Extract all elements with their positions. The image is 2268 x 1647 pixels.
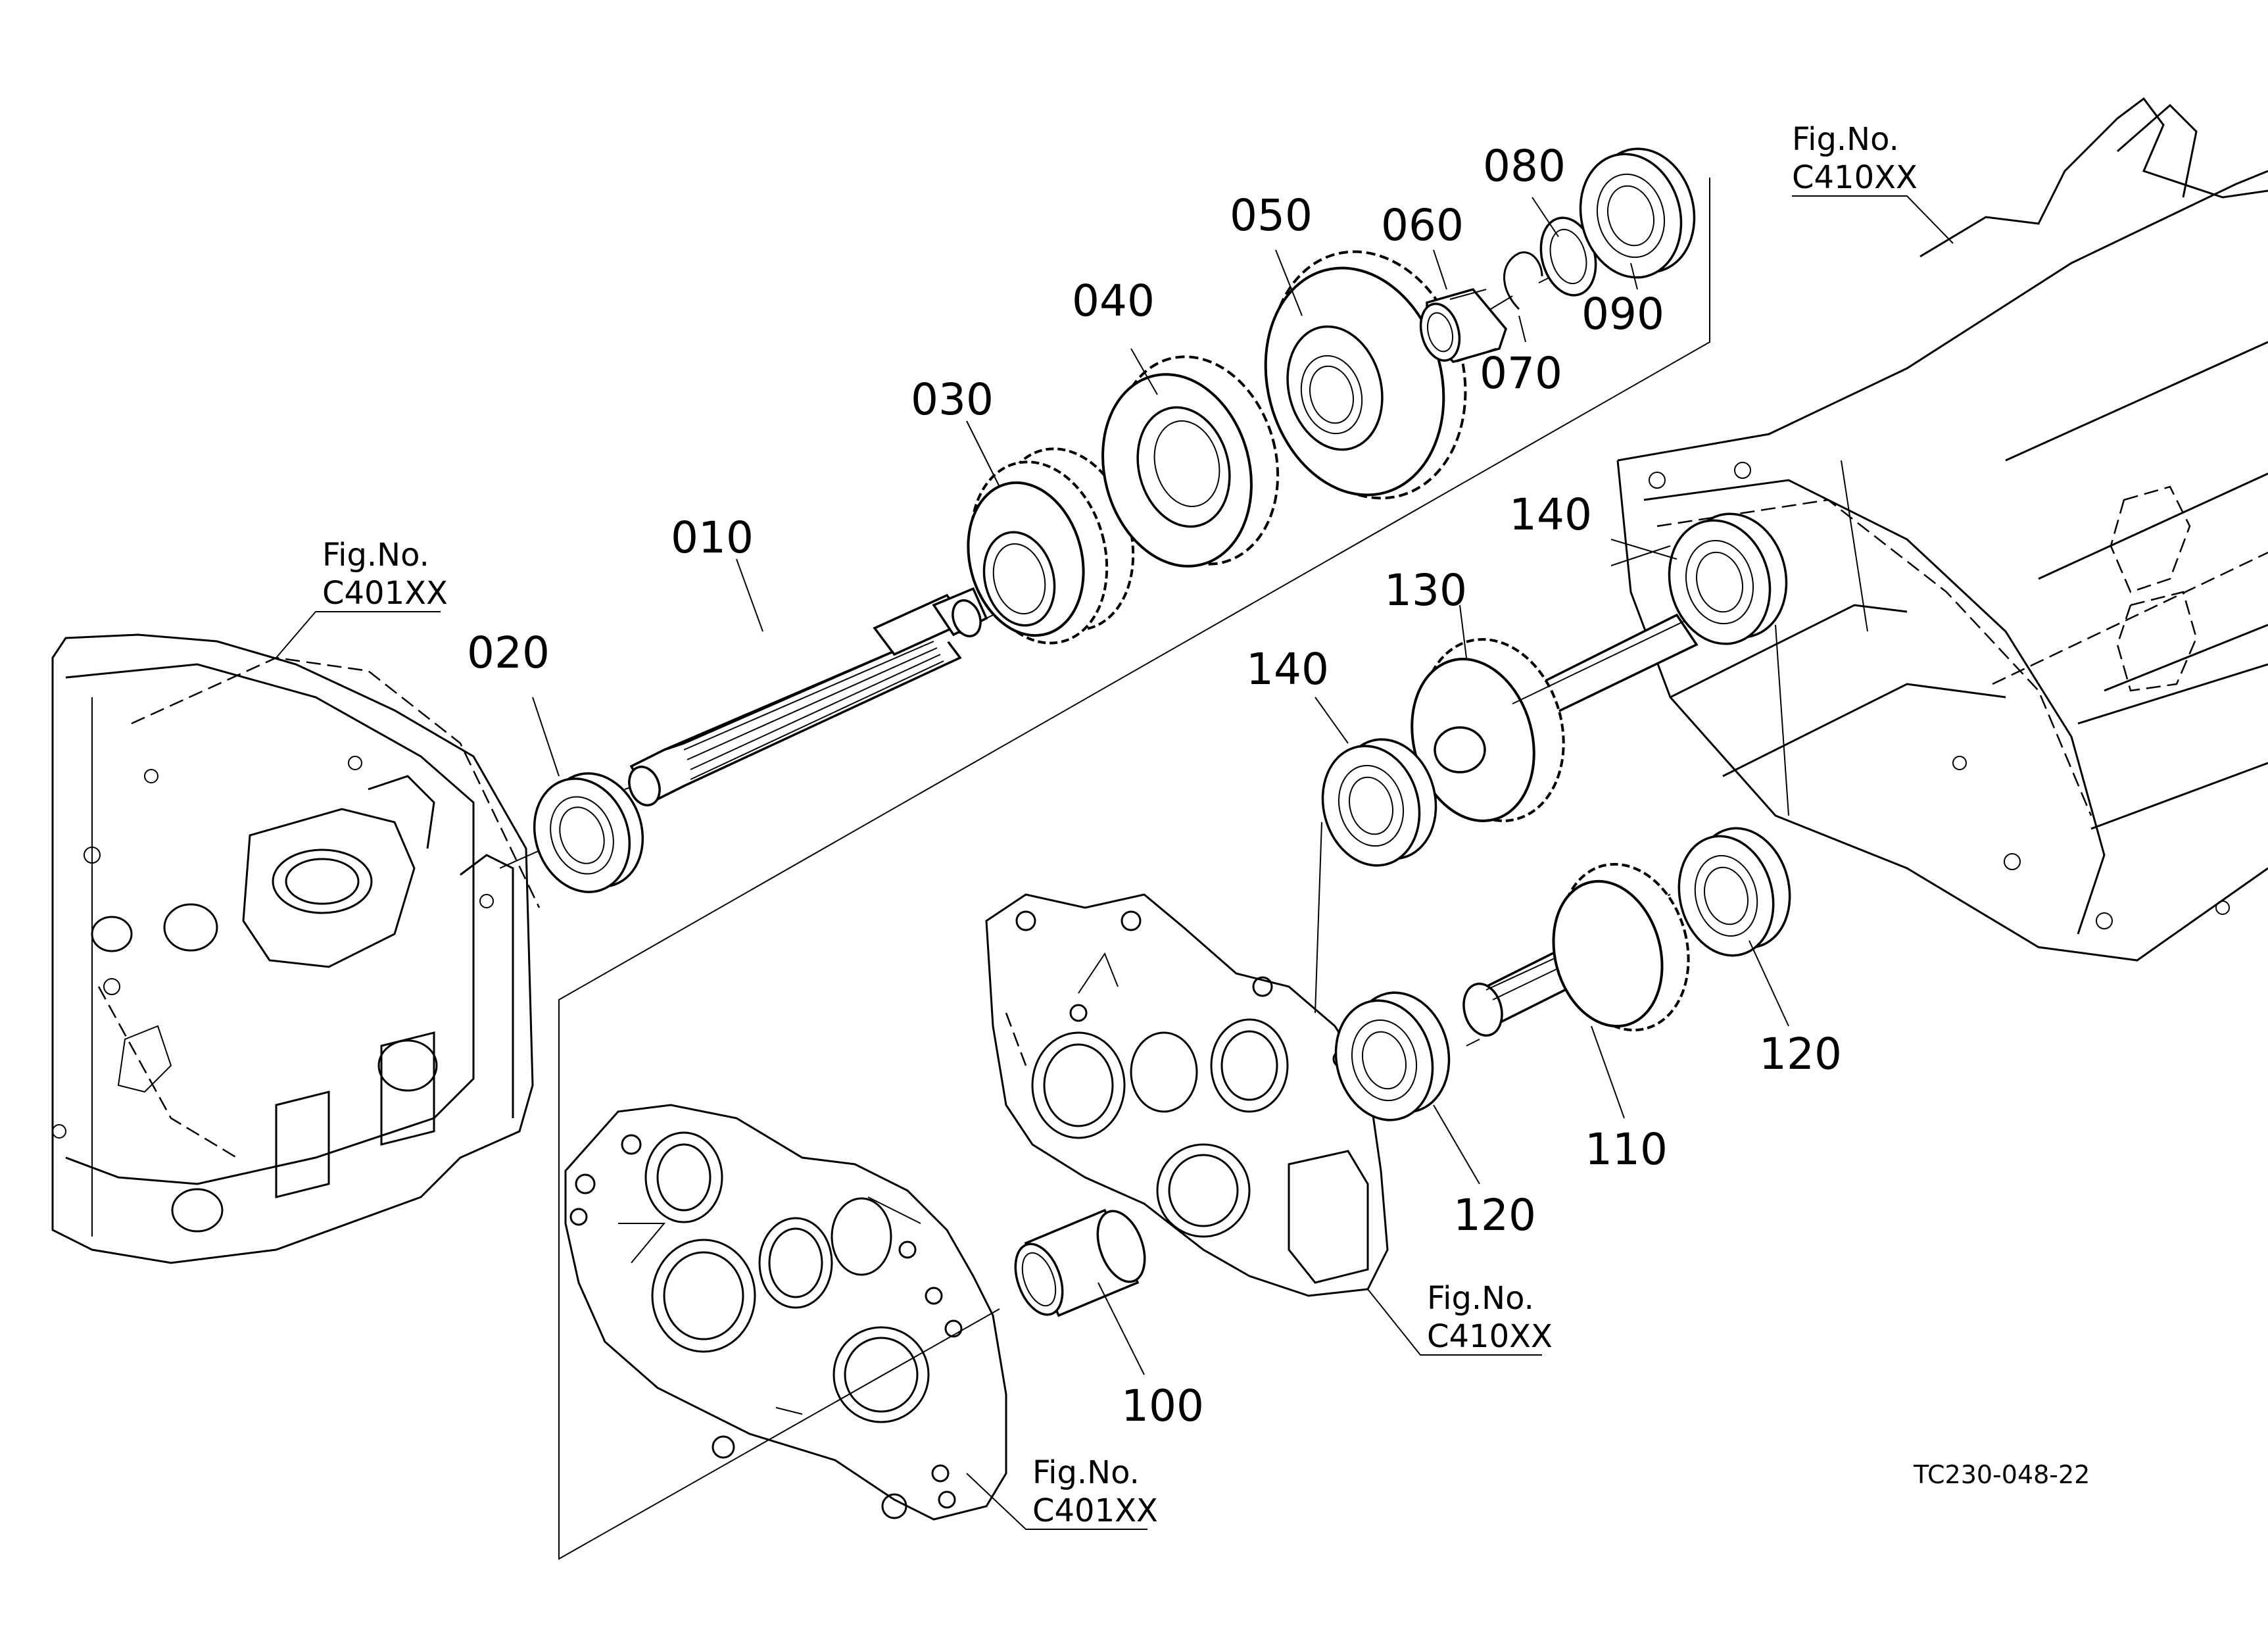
figure-reference-c401xx-upper: Fig.No. C401XX [276,537,448,658]
figref-prefix: Fig.No. [1792,121,1899,158]
bearing-plate-lower [564,1104,1007,1521]
figref-code: C410XX [1427,1318,1553,1355]
callout-140-upper: 140 [1509,489,1592,540]
part-140-ball-bearing-upper[interactable] [1656,503,1800,655]
callout-070: 070 [1480,348,1562,399]
figref-prefix: Fig.No. [1427,1280,1534,1317]
callout-120-left: 120 [1453,1190,1536,1241]
part-070-snap-ring[interactable] [1503,251,1543,310]
callout-050: 050 [1230,190,1313,241]
callout-060: 060 [1381,200,1464,251]
part-030-double-gear[interactable] [952,433,1153,658]
part-110-gear-shaft[interactable] [1459,850,1706,1045]
callout-130: 130 [1384,565,1467,616]
figure-reference-c410xx-lower: Fig.No. C410XX [1367,1280,1553,1356]
part-020-ball-bearing[interactable] [519,760,658,905]
callout-labels: 010 020 030 040 050 060 070 080 090 100 … [467,141,1842,1431]
part-090-ball-bearing[interactable] [1567,137,1708,289]
callout-110: 110 [1585,1124,1668,1175]
callout-040: 040 [1072,276,1155,326]
part-100-sleeve[interactable] [1007,1204,1153,1321]
figref-code: C410XX [1792,159,1918,196]
figref-prefix: Fig.No. [322,537,429,574]
part-120-ball-bearing-right[interactable] [1666,818,1803,966]
part-040-gear[interactable] [1082,338,1300,583]
part-130-gear-shaft[interactable] [1395,613,1699,837]
part-060-needle-bearing[interactable] [1415,288,1507,365]
part-140-ball-bearing-lower[interactable] [1310,728,1449,876]
figref-code: C401XX [1032,1492,1158,1529]
bearing-plate-upper [985,893,1389,1297]
callout-120-right: 120 [1759,1029,1842,1079]
part-120-ball-bearing-left[interactable] [1323,981,1462,1131]
callout-140-lower: 140 [1246,644,1329,695]
callout-100: 100 [1121,1381,1204,1431]
part-050-gear[interactable] [1241,230,1492,520]
right-transmission-case [1616,97,2268,962]
drawing-code: TC230-048-22 [1913,1460,2090,1489]
callout-leaders [532,197,1789,1375]
figure-reference-c401xx-lower: Fig.No. C401XX [966,1454,1158,1530]
callout-010: 010 [671,512,754,563]
callout-020: 020 [467,627,550,678]
left-transmission-case [51,633,541,1264]
figure-reference-c410xx-upper: Fig.No. C410XX [1792,121,1954,244]
figref-code: C401XX [322,575,448,612]
figref-prefix: Fig.No. [1032,1454,1140,1491]
callout-080: 080 [1483,141,1566,191]
callout-090: 090 [1581,289,1664,339]
callout-030: 030 [911,374,994,425]
part-010-splined-shaft[interactable] [624,587,988,810]
